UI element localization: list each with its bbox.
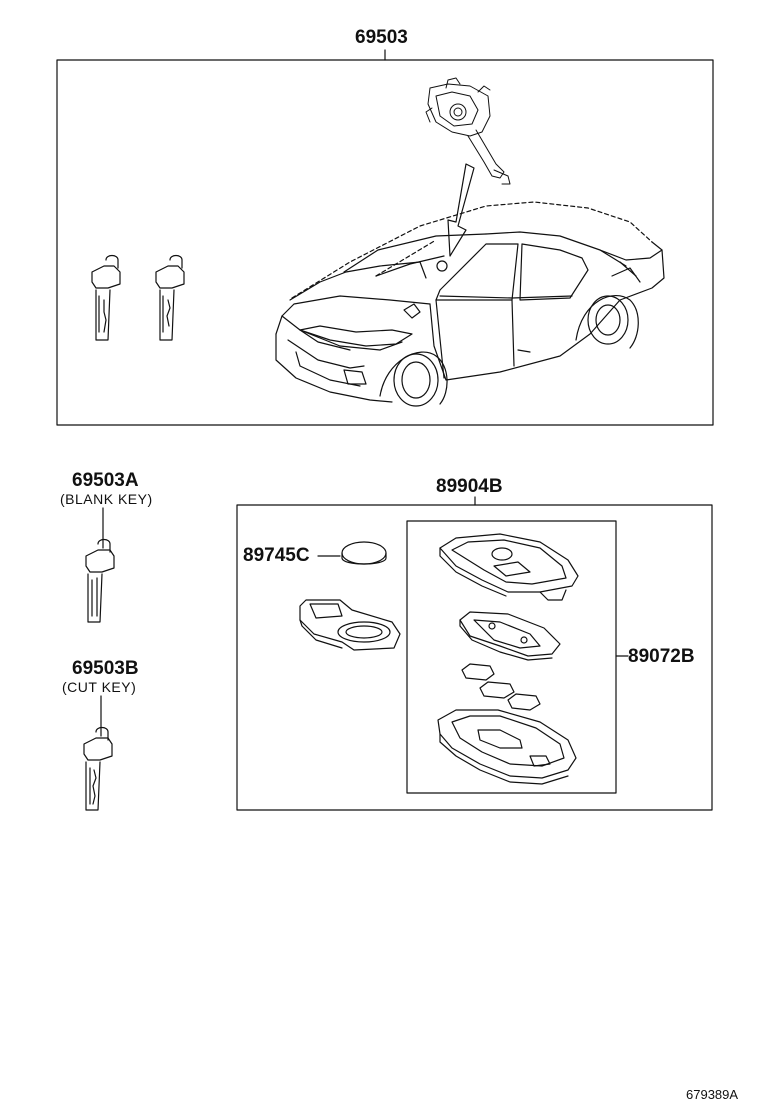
vehicle-drawing xyxy=(275,201,665,407)
cut-key-description: (CUT KEY) xyxy=(62,679,137,695)
transmitter-frame xyxy=(406,520,617,794)
battery-drawing xyxy=(341,541,387,565)
battery-holder-drawing xyxy=(299,599,401,651)
assembly-part-number: 69503 xyxy=(355,27,408,48)
circuit-board-drawing xyxy=(459,611,561,661)
pointer-arrow xyxy=(447,163,475,257)
cut-key-part-number: 69503B xyxy=(72,658,139,679)
blank-key-description: (BLANK KEY) xyxy=(60,491,153,507)
transmitter-part-number: 89072B xyxy=(628,646,695,667)
button-pads-drawing xyxy=(461,663,541,711)
key-set-part-number: 89904B xyxy=(436,476,503,497)
key-housing-bottom-drawing xyxy=(437,709,577,785)
blank-key-drawing xyxy=(85,538,115,623)
key-drawing-1 xyxy=(91,254,121,341)
illustration-code: 679389A xyxy=(686,1087,739,1102)
cut-key-drawing xyxy=(83,726,113,811)
key-drawing-2 xyxy=(155,254,185,341)
key-housing-top-drawing xyxy=(439,533,579,601)
lock-cylinder-drawing xyxy=(425,77,511,185)
blank-key-part-number: 69503A xyxy=(72,470,139,491)
ignition-location-marker xyxy=(436,260,448,272)
assembly-frame xyxy=(56,59,714,426)
battery-part-number: 89745C xyxy=(243,545,310,566)
